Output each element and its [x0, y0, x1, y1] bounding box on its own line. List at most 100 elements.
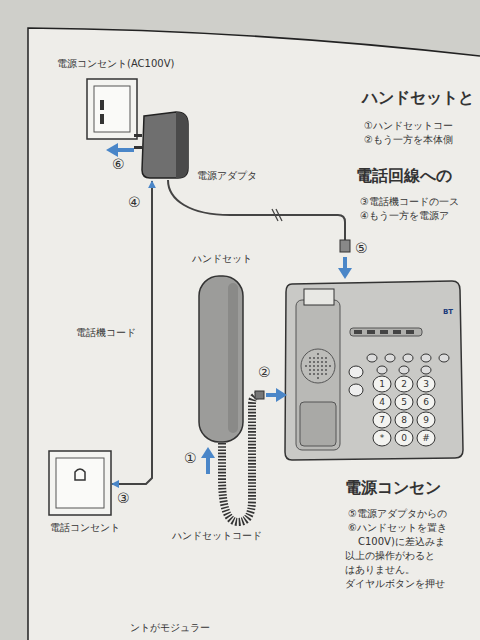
- body-text: ①ハンドセットコー: [364, 120, 453, 132]
- section-heading: 電話回線への: [356, 166, 452, 185]
- drawing-stroke: [439, 354, 449, 362]
- shape-stroke: [228, 283, 238, 433]
- drawing-stroke: [373, 412, 391, 428]
- drawing-stroke: [313, 369, 315, 371]
- drawing-stroke: [317, 361, 319, 363]
- drawing-stroke: [349, 366, 363, 378]
- drawing-stroke: [399, 366, 409, 374]
- drawing-stroke: [395, 430, 413, 446]
- drawing-stroke: [417, 376, 435, 392]
- drawing-stroke: [406, 330, 414, 334]
- drawing-stroke: [309, 361, 311, 363]
- wall-outlet-shape: [86, 78, 138, 140]
- key-digit: 2: [401, 379, 407, 390]
- body-text: C100V)に差込みま: [358, 536, 445, 548]
- drawing-stroke: [116, 148, 134, 152]
- drawing-stroke: [395, 376, 413, 392]
- body-text: ③電話機コードの一ス: [360, 196, 459, 208]
- drawing-stroke: [313, 357, 315, 359]
- drawing-stroke: [373, 394, 391, 410]
- key-digit: 7: [379, 415, 385, 426]
- drawing-stroke: [329, 365, 331, 367]
- handset: ハンドセット: [198, 275, 244, 443]
- drawing-stroke: [395, 412, 413, 428]
- wall-outlet: 電源コンセント(AC100V): [86, 78, 138, 140]
- callout-number: ②: [258, 364, 271, 381]
- drawing-stroke: [313, 365, 315, 367]
- drawing-stroke: [313, 373, 315, 375]
- key-digit: 8: [401, 415, 407, 426]
- shape-stroke: [94, 86, 130, 132]
- callout-number: ④: [128, 194, 141, 211]
- drawing-stroke: [367, 330, 375, 334]
- drawing-stroke: [377, 366, 387, 374]
- shape-stroke: [56, 458, 104, 508]
- key-digit: *: [380, 433, 385, 444]
- drawing-stroke: [321, 373, 323, 375]
- body-text: ダイヤルボタンを押せ: [345, 578, 445, 590]
- drawing-stroke: [28, 28, 480, 640]
- drawing-stroke: [201, 447, 215, 458]
- part-label: 電源アダプタ: [195, 170, 259, 182]
- shape-stroke: [134, 146, 142, 149]
- drawing-stroke: [354, 330, 414, 334]
- body-text: ントがモジュラー: [130, 622, 210, 634]
- key-digit: 0: [401, 433, 407, 444]
- section-heading: 電源コンセン: [345, 478, 441, 497]
- drawing-stroke: [349, 384, 363, 396]
- part-label: ハンドセット: [190, 253, 254, 265]
- brand-logo: BT: [443, 308, 453, 316]
- drawing-stroke: [305, 365, 307, 367]
- drawing-stroke: [317, 377, 319, 379]
- drawing-stroke: [309, 357, 311, 359]
- drawing-stroke: [317, 373, 319, 375]
- drawing-stroke: [309, 369, 311, 371]
- part-label: 電源コンセント(AC100V): [55, 58, 176, 70]
- drawing-stroke: [373, 376, 435, 446]
- part-label: 電話コンセント: [48, 522, 122, 534]
- drawing-stroke: [340, 240, 350, 252]
- drawing-stroke: [317, 357, 319, 359]
- drawing-stroke: [276, 388, 287, 402]
- power-adapter: 電源アダプタ: [140, 110, 190, 180]
- body-text: ⑥ハンドセットを置き: [348, 522, 447, 534]
- drawing-stroke: [309, 365, 311, 367]
- part-label: ハンドセットコード: [172, 530, 262, 542]
- drawing-stroke: [300, 402, 336, 446]
- drawing-stroke: [395, 394, 413, 410]
- section-heading: ハンドセットと: [362, 88, 474, 107]
- shape-stroke: [100, 114, 104, 124]
- drawing-stroke: [338, 268, 352, 279]
- drawing-stroke: [317, 353, 319, 355]
- drawing-stroke: [325, 365, 327, 367]
- drawing-stroke: [325, 361, 327, 363]
- drawing-stroke: [325, 373, 327, 375]
- drawing-stroke: [321, 369, 323, 371]
- shape-stroke: [100, 100, 104, 110]
- drawing-stroke: [301, 349, 335, 383]
- shape-stroke: [87, 79, 137, 139]
- drawing-stroke: [350, 328, 422, 336]
- drawing-stroke: [373, 430, 391, 446]
- key-digit: 6: [423, 397, 429, 408]
- drawing-stroke: [380, 330, 388, 334]
- body-text: ②もう一方を本体側: [364, 134, 453, 146]
- drawing-stroke: [373, 376, 391, 392]
- drawing-stroke: [309, 373, 311, 375]
- drawing-stroke: [367, 354, 449, 374]
- drawing-stroke: [417, 394, 435, 410]
- outlet-arrow: [106, 143, 134, 157]
- shape-stroke: [199, 276, 243, 442]
- key-digit: 3: [423, 379, 429, 390]
- drawing-stroke: [296, 300, 340, 450]
- drawing-stroke: [325, 369, 327, 371]
- key-digit: 5: [401, 397, 407, 408]
- drawing-stroke: [417, 412, 435, 428]
- callout-number: ③: [117, 490, 130, 507]
- power-adapter-shape: [140, 110, 190, 180]
- shape-stroke: [176, 112, 188, 178]
- drawing-stroke: [321, 357, 323, 359]
- drawing-stroke: [255, 391, 264, 399]
- drawing-stroke: [367, 354, 377, 362]
